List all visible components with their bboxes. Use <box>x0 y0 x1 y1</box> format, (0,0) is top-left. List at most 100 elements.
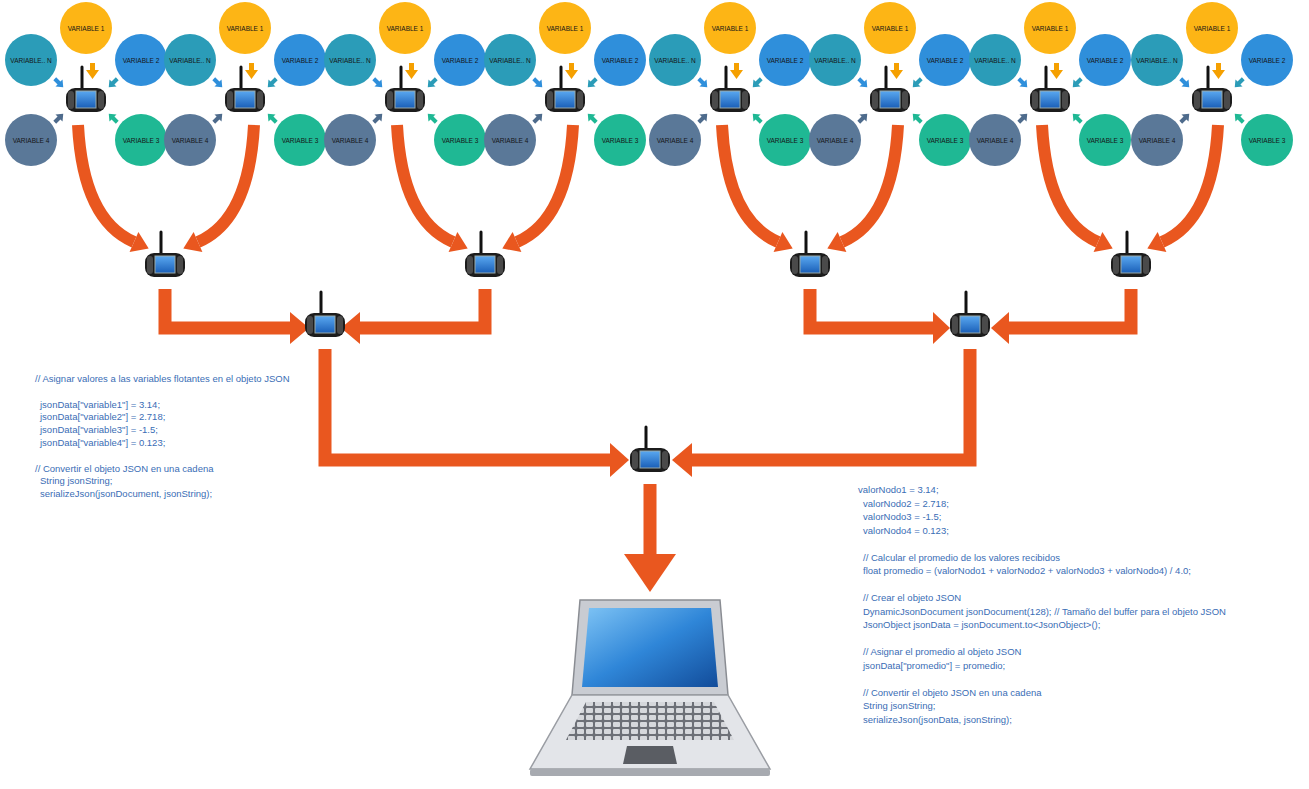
variable-label: VARIABLE 4 <box>1139 137 1176 144</box>
variable-circle: VARIABLE 3 <box>759 114 811 166</box>
code-line: valorNodo2 = 2.718; <box>863 498 949 511</box>
elbow-arrows <box>165 289 1131 556</box>
variable-circle: VARIABLE 4 <box>164 114 216 166</box>
variable-label: VARIABLE 1 <box>712 25 749 32</box>
variable-circle: VARIABLE 1 <box>704 2 756 54</box>
variable-circle: VARIABLE 1 <box>1024 2 1076 54</box>
variable-label: VARIABLE.. N <box>10 57 51 64</box>
code-line: String jsonString; <box>40 475 112 488</box>
variable-circle: VARIABLE 1 <box>60 2 112 54</box>
variable-label: VARIABLE 4 <box>657 137 694 144</box>
variable-label: VARIABLE 3 <box>1087 137 1124 144</box>
variable-circle: VARIABLE 1 <box>539 2 591 54</box>
variable-circle: VARIABLE.. N <box>5 34 57 86</box>
variable-circle: VARIABLE 3 <box>1241 114 1293 166</box>
code-line: serializeJson(jsonDocument, jsonString); <box>40 488 212 501</box>
variable-circle: VARIABLE.. N <box>809 34 861 86</box>
variable-circle: VARIABLE 4 <box>969 114 1021 166</box>
variable-circle: VARIABLE 1 <box>1186 2 1238 54</box>
variable-label: VARIABLE 4 <box>492 137 529 144</box>
variable-label: VARIABLE 2 <box>927 57 964 64</box>
variable-circle: VARIABLE 2 <box>1241 34 1293 86</box>
variable-label: VARIABLE 3 <box>927 137 964 144</box>
variable-label: VARIABLE 4 <box>817 137 854 144</box>
code-line: // Convertir el objeto JSON en una caden… <box>863 687 1042 700</box>
code-line: JsonObject jsonData = jsonDocument.to<Js… <box>863 619 1100 632</box>
variable-circle: VARIABLE 2 <box>274 34 326 86</box>
variable-circle: VARIABLE 1 <box>219 2 271 54</box>
variable-label: VARIABLE 4 <box>13 137 50 144</box>
variable-label: VARIABLE 4 <box>332 137 369 144</box>
variable-label: VARIABLE 2 <box>767 57 804 64</box>
variable-label: VARIABLE 3 <box>602 137 639 144</box>
curved-arrows <box>78 125 1218 252</box>
variable-circle: VARIABLE 3 <box>274 114 326 166</box>
code-line: serializeJson(jsonData, jsonString); <box>863 714 1012 727</box>
variable-label: VARIABLE 2 <box>442 57 479 64</box>
sensor-node-icons <box>51 63 1247 472</box>
variable-label: VARIABLE 1 <box>227 25 264 32</box>
code-line: jsonData["variable2"] = 2.718; <box>40 411 165 424</box>
variable-circle: VARIABLE 4 <box>324 114 376 166</box>
variable-circle: VARIABLE 2 <box>919 34 971 86</box>
variable-label: VARIABLE 1 <box>1194 25 1231 32</box>
variable-circle: VARIABLE 4 <box>809 114 861 166</box>
variable-label: VARIABLE.. N <box>329 57 370 64</box>
variable-circle: VARIABLE 4 <box>5 114 57 166</box>
variable-label: VARIABLE.. N <box>169 57 210 64</box>
variable-label: VARIABLE 2 <box>123 57 160 64</box>
variable-label: VARIABLE 4 <box>977 137 1014 144</box>
code-line: // Crear el objeto JSON <box>863 592 961 605</box>
code-line: valorNodo3 = -1.5; <box>863 511 941 524</box>
variable-label: VARIABLE 4 <box>172 137 209 144</box>
variable-label: VARIABLE 2 <box>602 57 639 64</box>
variable-label: VARIABLE.. N <box>654 57 695 64</box>
code-line: float promedio = (valorNodo1 + valorNodo… <box>863 565 1191 578</box>
variable-circle: VARIABLE 3 <box>115 114 167 166</box>
variable-circle: VARIABLE 3 <box>594 114 646 166</box>
variable-label: VARIABLE.. N <box>974 57 1015 64</box>
variable-label: VARIABLE 1 <box>68 25 105 32</box>
variable-label: VARIABLE 3 <box>767 137 804 144</box>
variable-label: VARIABLE 1 <box>1032 25 1069 32</box>
variable-label: VARIABLE 3 <box>1249 137 1286 144</box>
code-line: // Asignar valores a las variables flota… <box>35 373 297 386</box>
code-line: // Convertir el objeto JSON en una caden… <box>35 463 214 476</box>
code-line: valorNodo4 = 0.123; <box>863 525 949 538</box>
variable-label: VARIABLE 3 <box>442 137 479 144</box>
variable-circle: VARIABLE 3 <box>434 114 486 166</box>
variable-circle: VARIABLE.. N <box>969 34 1021 86</box>
variable-circle: VARIABLE 3 <box>1079 114 1131 166</box>
arrow-heads <box>290 312 1009 592</box>
variable-label: VARIABLE 1 <box>547 25 584 32</box>
code-line: DynamicJsonDocument jsonDocument(128); /… <box>863 606 1226 619</box>
variable-circle: VARIABLE.. N <box>484 34 536 86</box>
variable-circle: VARIABLE.. N <box>324 34 376 86</box>
variable-label: VARIABLE.. N <box>1136 57 1177 64</box>
variable-circle: VARIABLE 4 <box>484 114 536 166</box>
variable-label: VARIABLE.. N <box>489 57 530 64</box>
variable-label: VARIABLE.. N <box>814 57 855 64</box>
variable-circle: VARIABLE 2 <box>1079 34 1131 86</box>
code-line: valorNodo1 = 3.14; <box>858 484 939 497</box>
code-line: // Asignar el promedio al objeto JSON <box>863 646 1021 659</box>
variable-circle: VARIABLE 2 <box>594 34 646 86</box>
code-line: String jsonString; <box>863 700 935 713</box>
variable-circle: VARIABLE 2 <box>759 34 811 86</box>
variable-label: VARIABLE 1 <box>387 25 424 32</box>
variable-circle: VARIABLE.. N <box>649 34 701 86</box>
variable-circle: VARIABLE 3 <box>919 114 971 166</box>
variable-label: VARIABLE 2 <box>282 57 319 64</box>
code-line: // Calcular el promedio de los valores r… <box>863 552 1060 565</box>
code-line: jsonData["variable3"] = -1.5; <box>40 424 158 437</box>
variable-circle: VARIABLE 4 <box>1131 114 1183 166</box>
variable-circle: VARIABLE 2 <box>434 34 486 86</box>
variable-circle: VARIABLE 2 <box>115 34 167 86</box>
code-line: jsonData["promedio"] = promedio; <box>863 660 1005 673</box>
variable-label: VARIABLE 3 <box>123 137 160 144</box>
variable-label: VARIABLE 1 <box>872 25 909 32</box>
code-line: jsonData["variable4"] = 0.123; <box>40 437 165 450</box>
variable-label: VARIABLE 2 <box>1249 57 1286 64</box>
variable-label: VARIABLE 3 <box>282 137 319 144</box>
